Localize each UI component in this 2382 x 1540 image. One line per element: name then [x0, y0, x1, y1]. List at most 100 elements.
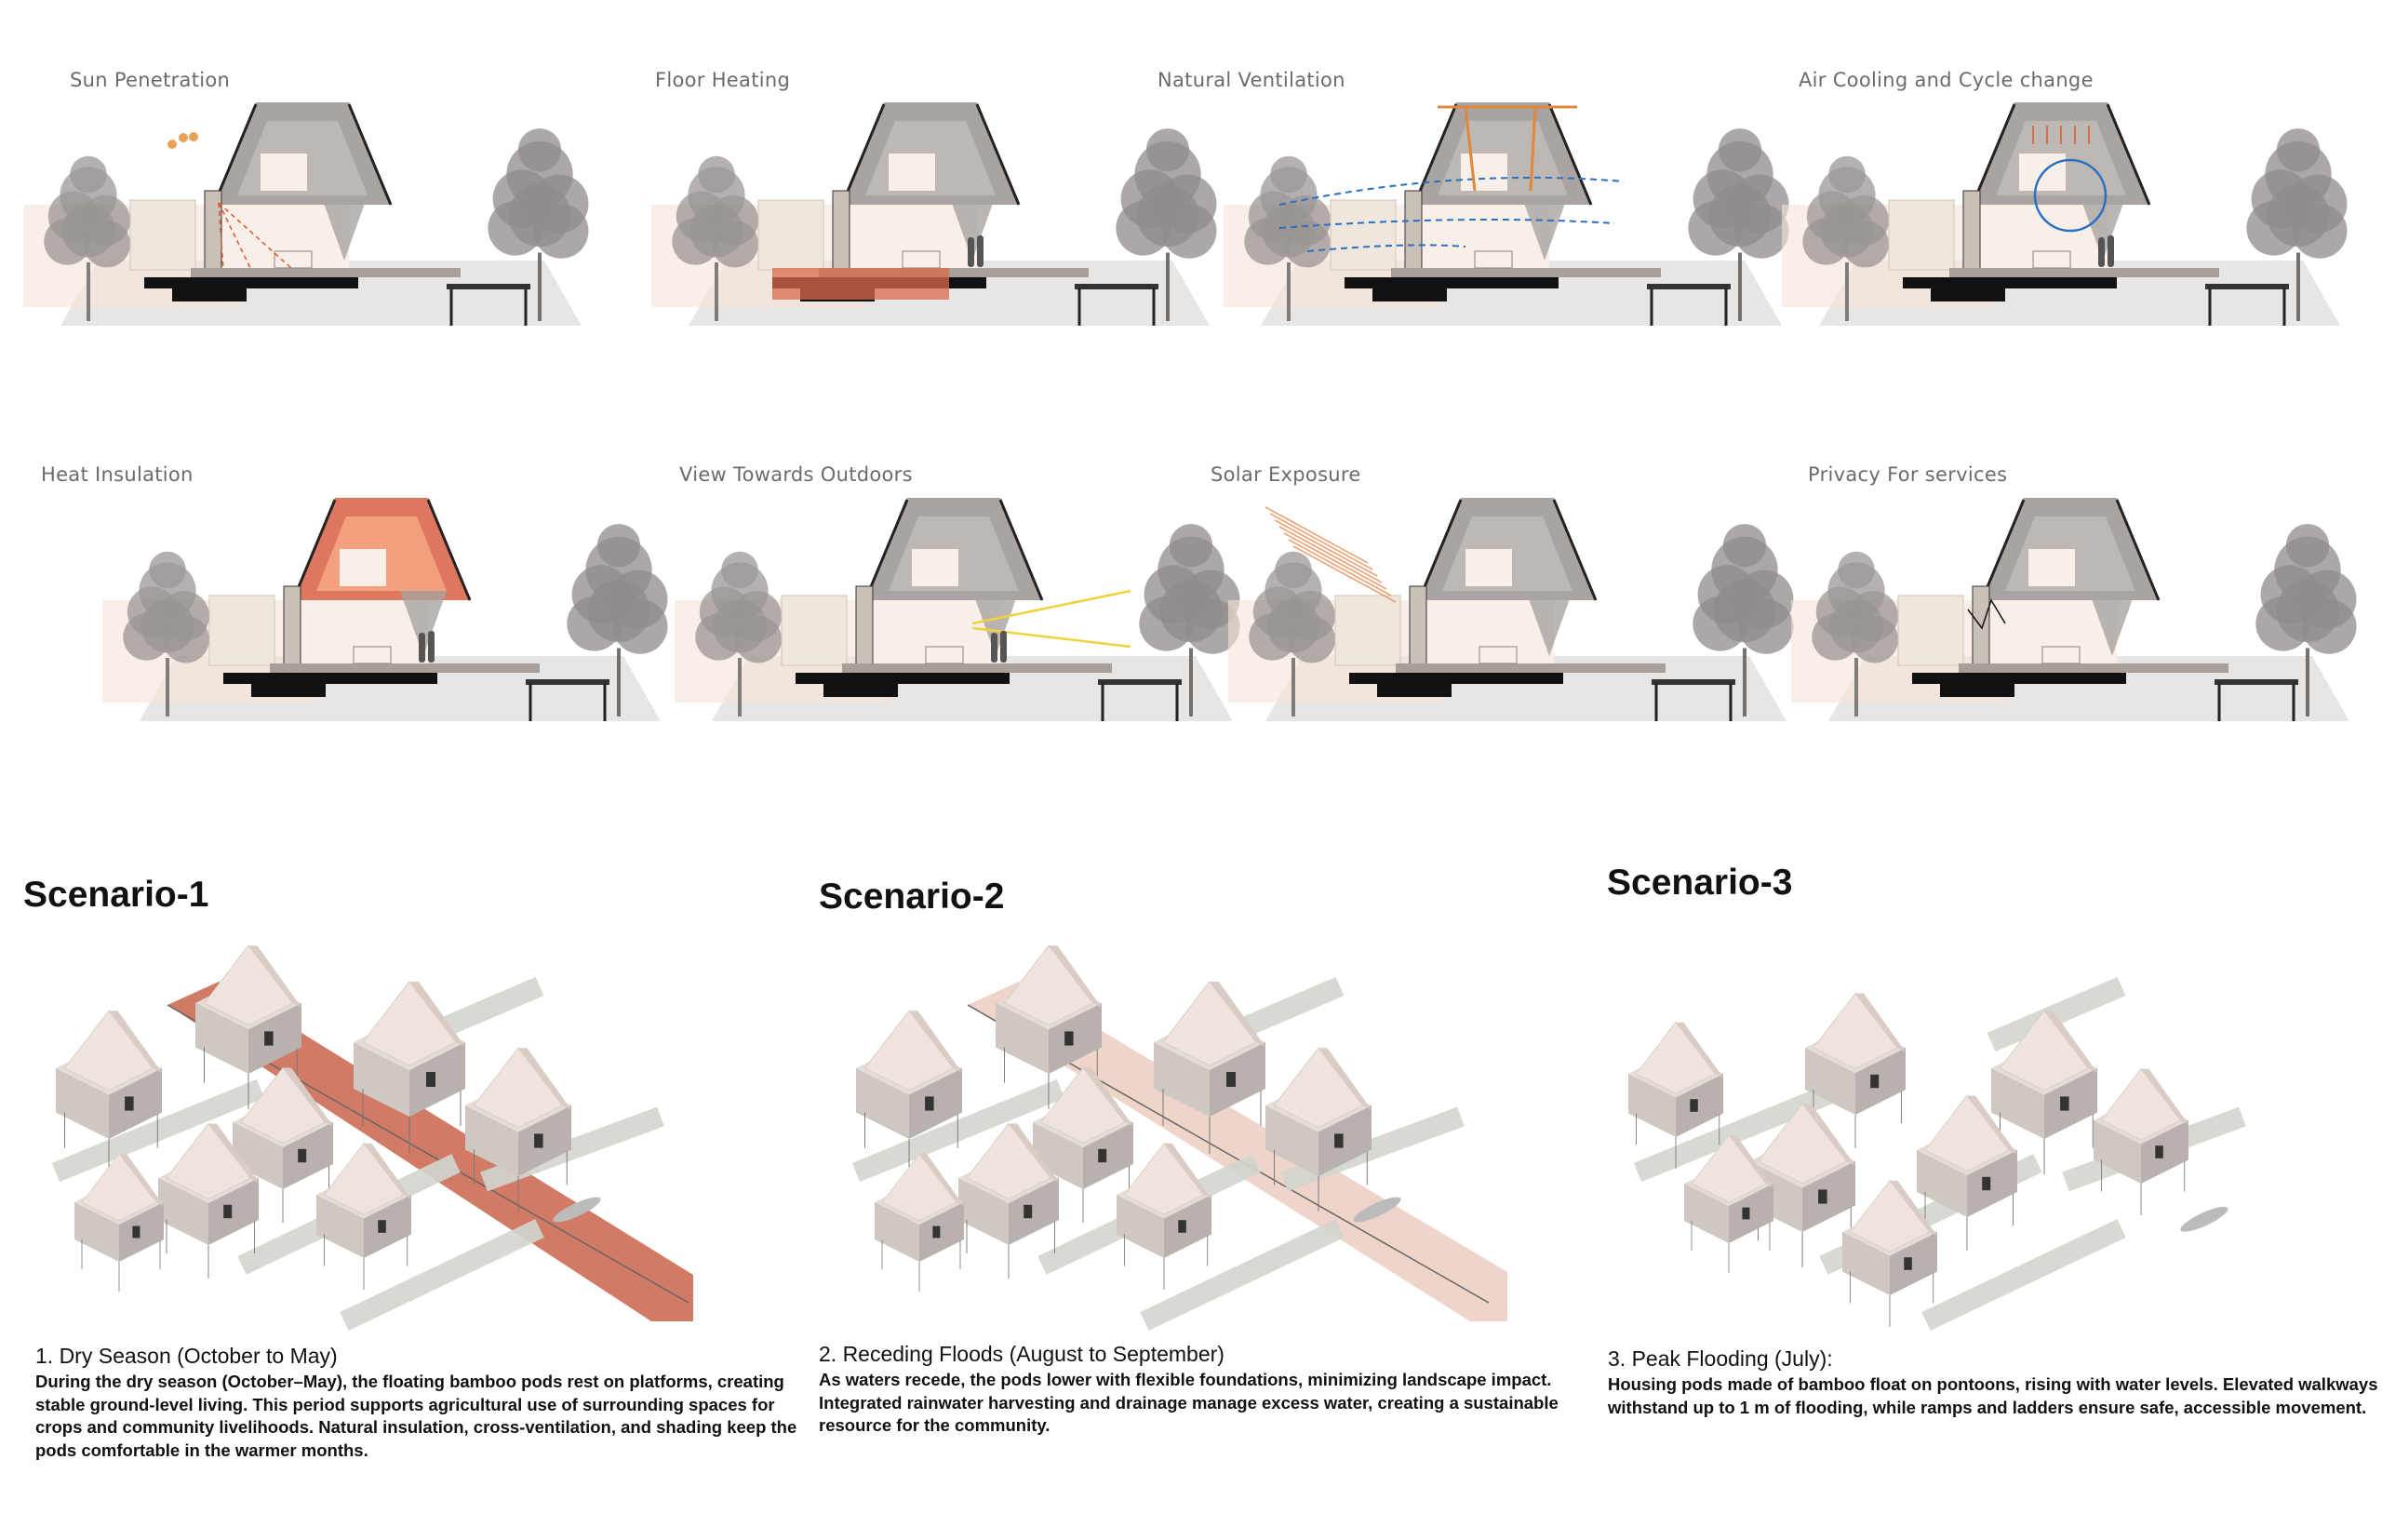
deck [270, 663, 540, 673]
tree-icon [44, 155, 130, 321]
tree-icon [1802, 155, 1889, 321]
housing-pod [1628, 1022, 1723, 1170]
tree-icon [1249, 551, 1335, 716]
scenario-1-title: Scenario-1 [23, 875, 209, 915]
tree-icon [695, 551, 782, 716]
tree-icon [1693, 524, 1794, 716]
boat-icon [2180, 1206, 2228, 1232]
panel-label-floor-heating: Floor Heating [655, 69, 791, 91]
pergola [1652, 679, 1735, 685]
platform [1345, 277, 1559, 288]
housing-pod [233, 1066, 333, 1224]
section-diagram-privacy [1791, 498, 2368, 721]
side-room [1897, 595, 1964, 666]
pergola [447, 284, 530, 289]
caption-body: As waters recede, the pods lower with fl… [819, 1370, 1559, 1435]
tree-icon [1244, 155, 1331, 321]
platform [796, 673, 1010, 684]
section-diagram-sun-penetration [23, 102, 600, 326]
pergola [1098, 679, 1182, 685]
side-room [1330, 199, 1397, 271]
housing-pod [1749, 1103, 1855, 1268]
sun-icon [167, 132, 198, 149]
people-icon [991, 631, 1007, 663]
housing-pod [158, 1122, 259, 1279]
housing-pod [996, 944, 1102, 1110]
housing-pod [354, 981, 465, 1154]
view-arrows [971, 589, 1131, 649]
walkway [51, 1078, 265, 1183]
scenario-2-title: Scenario-2 [819, 877, 1005, 917]
housing-pod [195, 944, 301, 1110]
caption-title: 3. Peak Flooding (July): [1608, 1346, 1833, 1371]
tree-icon [672, 155, 758, 321]
deck [1959, 663, 2228, 673]
side-room [757, 199, 824, 271]
walkway [340, 1219, 544, 1331]
housing-pod [316, 1143, 411, 1291]
housing-pod [1033, 1066, 1133, 1224]
privacy-screen-lines [1967, 598, 2006, 630]
sun-ray-lines [218, 202, 294, 271]
boat-icon [1353, 1197, 1401, 1223]
section-diagram-air-cooling [1782, 102, 2359, 326]
panel-label-air-cooling: Air Cooling and Cycle change [1799, 69, 2094, 91]
caption-body: Housing pods made of bamboo float on pon… [1608, 1374, 2378, 1417]
scenario-3-caption: 3. Peak Flooding (July): Housing pods ma… [1608, 1346, 2380, 1419]
caption-body: During the dry season (October–May), the… [35, 1372, 797, 1460]
pergola [1647, 284, 1731, 289]
solar-rays [1265, 506, 1397, 603]
deck [819, 268, 1089, 277]
platform [1912, 673, 2126, 684]
panel-label-heat-insulation: Heat Insulation [41, 463, 194, 486]
pergola [2205, 284, 2289, 289]
housing-pod [56, 1010, 162, 1175]
floor-heating-zone [772, 268, 949, 300]
pergola [526, 679, 609, 685]
side-room [1888, 199, 1955, 271]
tree-icon [1116, 128, 1217, 321]
pergola [2215, 679, 2298, 685]
housing-pod [1842, 1180, 1937, 1328]
panel-label-solar-exposure: Solar Exposure [1211, 463, 1361, 486]
tree-icon [567, 524, 668, 716]
deck [842, 663, 1112, 673]
walkway [851, 1078, 1065, 1183]
housing-pod [1117, 1143, 1211, 1291]
platform [1903, 277, 2117, 288]
deck [191, 268, 461, 277]
housing-pod [2094, 1068, 2188, 1216]
deck [1949, 268, 2219, 277]
boat-icon [553, 1197, 601, 1223]
housing-pod [1154, 981, 1265, 1154]
scenario-3-title: Scenario-3 [1607, 863, 1793, 903]
scenario-1-caption: 1. Dry Season (October to May) During th… [35, 1344, 808, 1462]
walkway [1140, 1219, 1345, 1331]
section-diagram-natural-ventilation [1224, 102, 1800, 326]
hot-air-arrows [1438, 105, 1577, 192]
central-path [167, 982, 693, 1321]
housing-pod [1805, 992, 1906, 1149]
people-icon [2098, 235, 2114, 267]
tree-icon [1812, 551, 1898, 716]
housing-pod [465, 1047, 571, 1212]
section-diagram-view-outdoors [675, 498, 1251, 721]
housing-pod [1684, 1134, 1773, 1274]
heat-release-arrows [2032, 126, 2090, 144]
side-room [781, 595, 848, 666]
people-icon [968, 235, 984, 267]
platform [144, 277, 358, 288]
deck [1396, 663, 1666, 673]
airflow-arrows [1278, 176, 1625, 252]
section-diagram-solar-exposure [1228, 498, 1805, 721]
scenario-2-caption: 2. Receding Floods (August to September)… [819, 1342, 1591, 1438]
walkway [1987, 976, 2126, 1052]
section-diagram-floor-heating [651, 102, 1228, 326]
pergola [1075, 284, 1158, 289]
tree-icon [2255, 524, 2357, 716]
deck [1391, 268, 1661, 277]
tree-icon [1688, 128, 1789, 321]
tree-icon [123, 551, 209, 716]
walkway [1633, 1078, 1847, 1183]
panel-label-privacy: Privacy For services [1808, 463, 2008, 486]
